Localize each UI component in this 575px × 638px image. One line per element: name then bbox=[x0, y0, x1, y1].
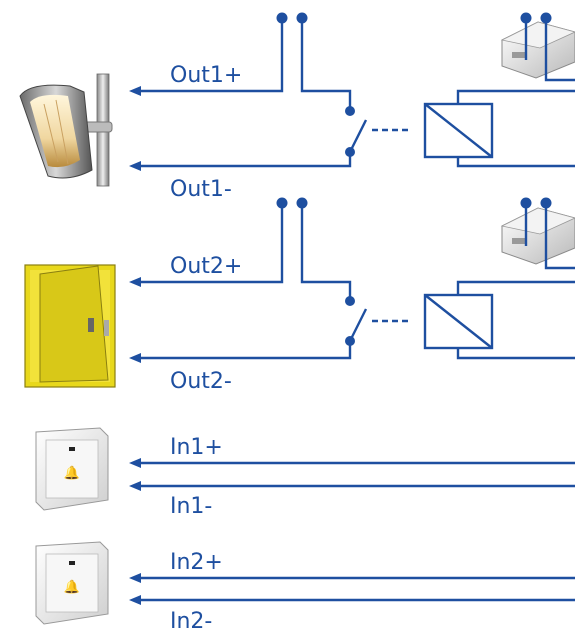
in2-plus-wire bbox=[129, 573, 575, 583]
label-in2-minus: In2- bbox=[170, 609, 212, 634]
out1-switch bbox=[296, 12, 412, 157]
door-icon bbox=[24, 264, 116, 388]
in1-minus-wire bbox=[129, 481, 575, 491]
label-in2-plus: In2+ bbox=[170, 550, 223, 575]
heater-icon bbox=[19, 73, 113, 187]
svg-text:🔔: 🔔 bbox=[64, 465, 80, 481]
relay-coil-1 bbox=[423, 89, 575, 168]
bell-button-icon-2: 🔔 bbox=[35, 541, 109, 625]
bell-button-icon-1: 🔔 bbox=[35, 427, 109, 511]
relay-coil-2 bbox=[423, 280, 575, 360]
label-in1-minus: In1- bbox=[170, 494, 212, 519]
svg-text:🔔: 🔔 bbox=[64, 579, 80, 595]
label-out1-minus: Out1- bbox=[170, 177, 232, 202]
out2-switch bbox=[296, 197, 412, 346]
out2-plus-wire bbox=[129, 197, 288, 287]
label-out2-minus: Out2- bbox=[170, 369, 232, 394]
din-relay-icon-2 bbox=[500, 197, 575, 270]
out1-plus-wire bbox=[129, 12, 288, 96]
in2-minus-wire bbox=[129, 595, 575, 605]
label-out1-plus: Out1+ bbox=[170, 63, 242, 88]
out2-minus-wire bbox=[129, 341, 352, 363]
label-in1-plus: In1+ bbox=[170, 435, 223, 460]
din-relay-icon-1 bbox=[500, 12, 575, 82]
label-out2-plus: Out2+ bbox=[170, 254, 242, 279]
in1-plus-wire bbox=[129, 458, 575, 468]
out1-minus-wire bbox=[129, 152, 352, 171]
